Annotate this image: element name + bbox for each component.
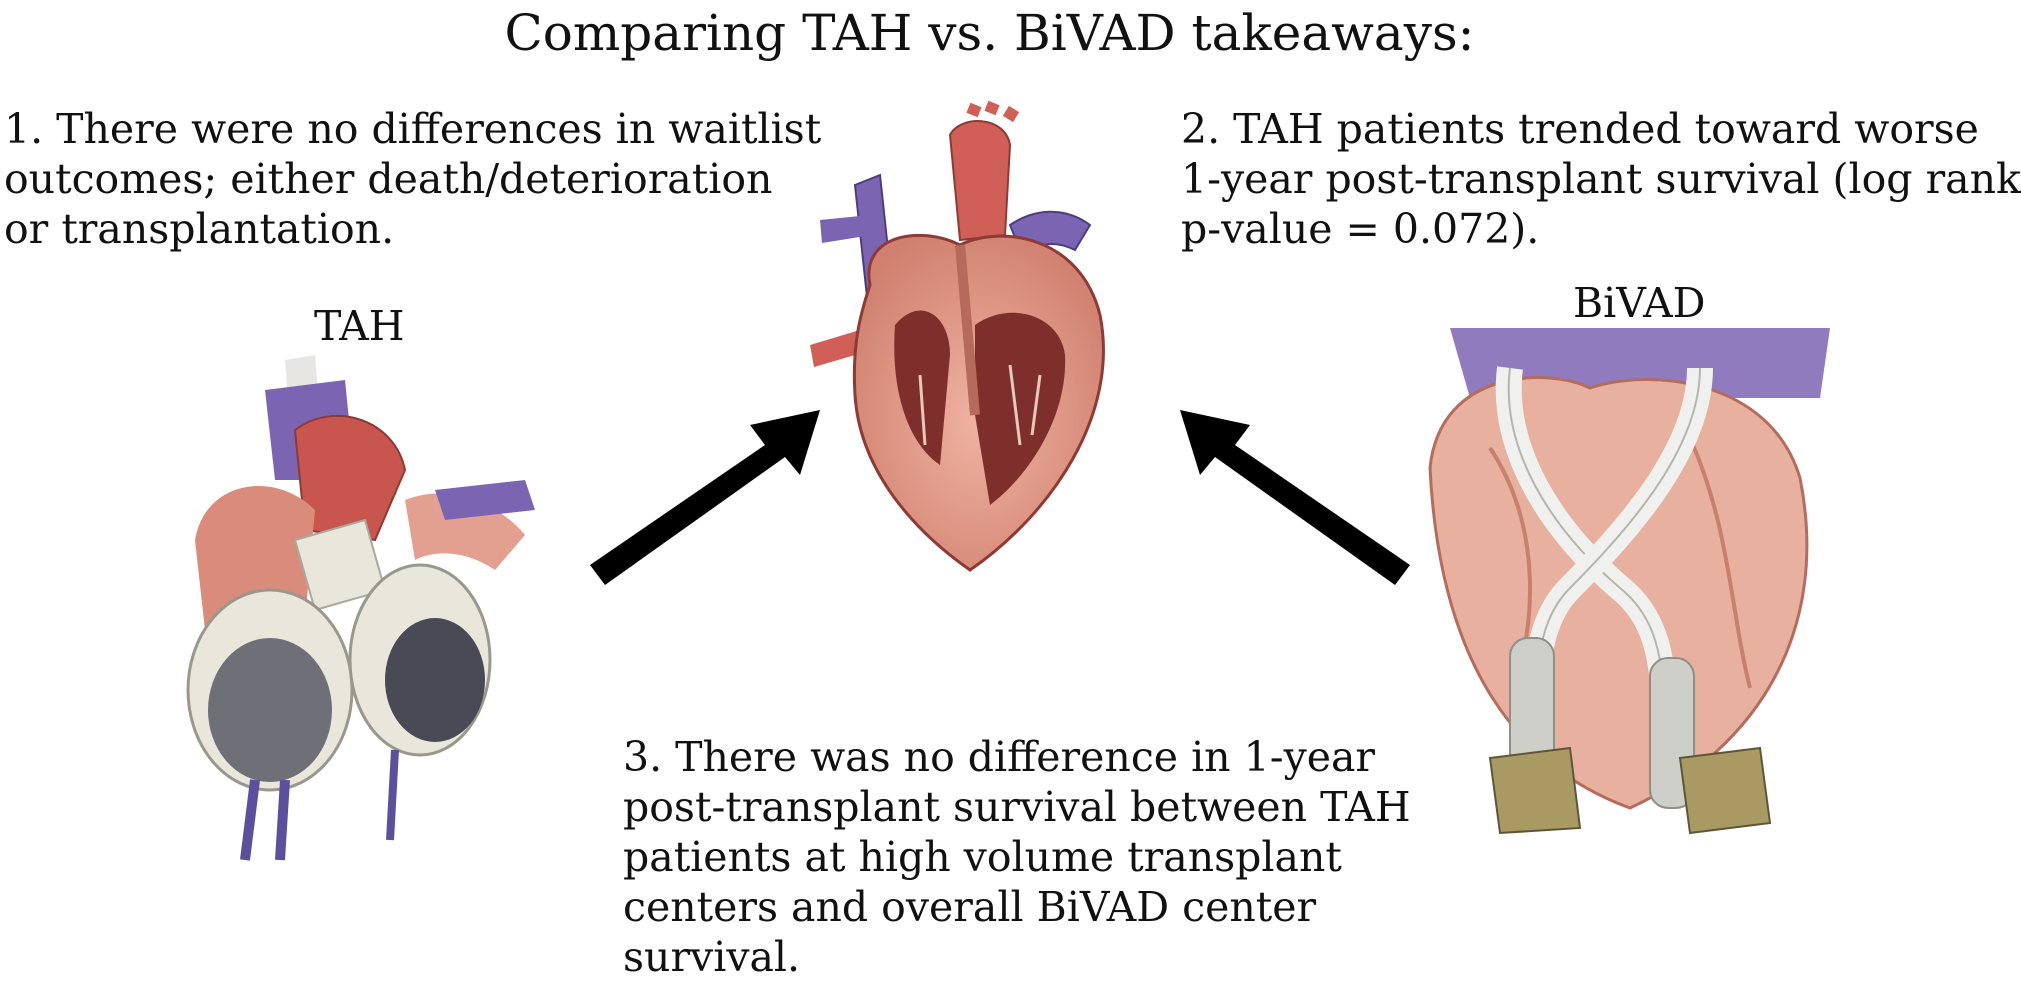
takeaway-3: 3. There was no difference in 1-year pos… — [623, 732, 1423, 982]
tah-label: TAH — [314, 302, 405, 350]
takeaway-3-line-4: centers and overall BiVAD center — [623, 883, 1317, 932]
takeaway-1-line-2: outcomes; either death/deterioration — [4, 155, 773, 204]
arrow-left — [590, 410, 820, 585]
arrow-right — [1180, 410, 1410, 585]
takeaway-3-line-5: survival. — [623, 933, 801, 982]
takeaway-1-line-1: 1. There were no differences in waitlist — [4, 105, 822, 153]
takeaway-3-line-1: 3. There was no difference in 1-year — [623, 733, 1376, 781]
tah-device-illustration — [186, 355, 535, 861]
takeaway-1: 1. There were no differences in waitlist… — [4, 104, 822, 254]
takeaway-2-line-3: p-value = 0.072). — [1181, 205, 1540, 254]
takeaway-3-line-2: post-transplant survival between TAH — [623, 783, 1411, 832]
takeaway-2-line-2: 1-year post-transplant survival (log ran… — [1181, 155, 2021, 204]
bivad-illustration — [1428, 328, 1830, 835]
page-title: Comparing TAH vs. BiVAD takeaways: — [504, 4, 1475, 62]
takeaway-3-line-3: patients at high volume transplant — [623, 833, 1342, 882]
takeaway-2: 2. TAH patients trended toward worse 1-y… — [1181, 104, 2021, 254]
bivad-label: BiVAD — [1573, 279, 1706, 327]
takeaway-2-line-1: 2. TAH patients trended toward worse — [1181, 105, 1979, 153]
takeaway-1-line-3: or transplantation. — [4, 205, 395, 254]
heart-illustration — [810, 100, 1105, 572]
